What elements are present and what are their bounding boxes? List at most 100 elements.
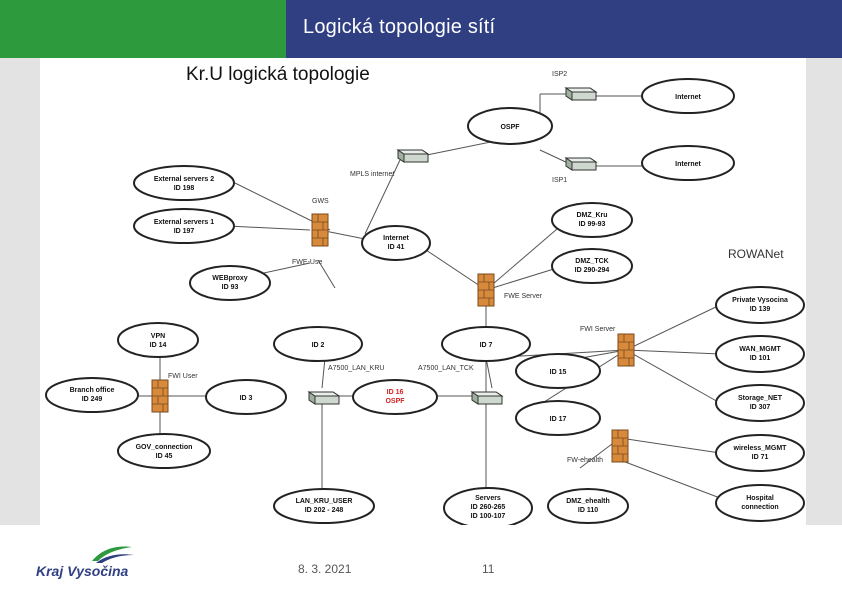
text-id16-l2: OSPF xyxy=(385,398,405,405)
cloud-id16 xyxy=(352,379,438,415)
text-private-l1: Private Vysocina xyxy=(732,297,788,304)
text-storage-l2: ID 307 xyxy=(750,404,771,411)
header-green-band xyxy=(0,0,286,58)
right-margin xyxy=(806,58,842,525)
text-vpn-l2: ID 14 xyxy=(150,342,167,349)
router-a7500-kru-icon xyxy=(308,391,340,405)
label-fwe-use: FWE-Use xyxy=(292,259,322,266)
text-webproxy-l2: ID 93 xyxy=(222,284,239,291)
firewall-fw-ehealth-icon xyxy=(611,429,629,463)
cloud-external-1 xyxy=(133,208,235,244)
text-dmzkru-l2: ID 99-93 xyxy=(579,221,606,228)
label-isp2: ISP2 xyxy=(552,71,567,78)
firewall-fwi-user-icon xyxy=(151,379,169,413)
cloud-id17 xyxy=(515,400,601,436)
label-isp1: ISP1 xyxy=(552,177,567,184)
cloud-internet-mid xyxy=(641,145,735,181)
cloud-ospf xyxy=(467,107,553,145)
text-ext2-l1: External servers 2 xyxy=(154,176,214,183)
cloud-internet-41 xyxy=(361,225,431,261)
text-servers-l1: Servers xyxy=(475,495,501,502)
label-a7500-tck: A7500_LAN_TCK xyxy=(418,365,474,372)
cloud-private-vysocina xyxy=(715,286,805,324)
label-mpls: MPLS internet xyxy=(350,171,394,178)
text-branch-l1: Branch office xyxy=(70,387,115,394)
cloud-lan-kru-user xyxy=(273,488,375,524)
diagram-title: Kr.U logická topologie xyxy=(186,64,370,85)
text-id7: ID 7 xyxy=(480,342,493,349)
text-servers-l2: ID 260-265 xyxy=(471,504,506,511)
page-title: Logická topologie sítí xyxy=(303,16,496,38)
text-dmzeh-l2: ID 110 xyxy=(578,507,598,514)
label-gws: GWS xyxy=(312,198,329,205)
text-internet41-l2: ID 41 xyxy=(388,244,405,251)
router-mpls-icon xyxy=(397,149,429,163)
text-dmztck-l2: ID 290-294 xyxy=(575,267,610,274)
text-lankru-l2: ID 202 - 248 xyxy=(305,507,344,514)
label-fwi-user: FWI User xyxy=(168,373,198,380)
text-id17: ID 17 xyxy=(550,416,567,423)
cloud-internet-top xyxy=(641,78,735,114)
text-servers-l3: ID 100-107 xyxy=(471,513,506,520)
router-isp1-icon xyxy=(565,157,597,171)
text-internet-top: Internet xyxy=(675,94,701,101)
firewall-gws-icon xyxy=(311,213,329,247)
text-hospital-l1: Hospital xyxy=(746,495,774,502)
logo-swoosh-icon xyxy=(92,546,134,563)
text-internet41-l1: Internet xyxy=(383,235,409,242)
text-dmztck-l1: DMZ_TCK xyxy=(575,258,608,265)
clouds xyxy=(45,78,805,525)
cloud-storage-net xyxy=(715,384,805,422)
router-isp2-icon xyxy=(565,87,597,101)
cloud-webproxy xyxy=(189,265,271,301)
text-vpn-l1: VPN xyxy=(151,333,165,340)
text-id2: ID 2 xyxy=(312,342,325,349)
cloud-dmz-tck xyxy=(551,248,633,284)
text-lankru-l1: LAN_KRU_USER xyxy=(296,498,353,505)
text-ext1-l2: ID 197 xyxy=(174,228,195,235)
text-wan-l1: WAN_MGMT xyxy=(739,346,781,353)
cloud-vpn xyxy=(117,322,199,358)
text-ext1-l1: External servers 1 xyxy=(154,219,214,226)
cloud-id7 xyxy=(441,326,531,362)
text-internet-mid: Internet xyxy=(675,161,701,168)
left-margin xyxy=(0,58,40,525)
firewall-fwi-server-icon xyxy=(617,333,635,367)
cloud-external-2 xyxy=(133,165,235,201)
cloud-dmz-ehealth xyxy=(547,488,629,524)
page-number: 11 xyxy=(482,562,495,576)
text-id15: ID 15 xyxy=(550,369,567,376)
cloud-id3 xyxy=(205,379,287,415)
text-gov-l2: ID 45 xyxy=(156,453,173,460)
topology-diagram: Kr.U logická topologie ROWANet ISP2 ISP1… xyxy=(40,58,806,525)
cloud-wireless-mgmt xyxy=(715,434,805,472)
text-id16-l1: ID 16 xyxy=(387,389,404,396)
label-fwe-server: FWE Server xyxy=(504,293,543,300)
kraj-vysocina-logo: Kraj Vysočina xyxy=(32,543,142,583)
cloud-wan-mgmt xyxy=(715,335,805,373)
text-dmzeh-l1: DMZ_ehealth xyxy=(566,498,610,505)
text-webproxy-l1: WEBproxy xyxy=(212,275,248,282)
footer-date: 8. 3. 2021 xyxy=(298,562,352,576)
text-wireless-l1: wireless_MGMT xyxy=(733,445,788,452)
label-a7500-kru: A7500_LAN_KRU xyxy=(328,365,384,372)
text-wan-l2: ID 101 xyxy=(750,355,771,362)
text-ospf: OSPF xyxy=(500,124,520,131)
logo-text: Kraj Vysočina xyxy=(36,563,129,579)
text-id3: ID 3 xyxy=(240,395,253,402)
cloud-gov-connection xyxy=(117,433,211,469)
text-ext2-l2: ID 198 xyxy=(174,185,195,192)
label-fwi-server: FWI Server xyxy=(580,326,616,333)
header-blue-band xyxy=(286,0,842,58)
cloud-hospital xyxy=(715,484,805,522)
cloud-servers xyxy=(443,487,533,525)
router-a7500-tck-icon xyxy=(471,391,503,405)
cloud-branch-office xyxy=(45,377,139,413)
text-dmzkru-l1: DMZ_Kru xyxy=(576,212,607,219)
firewall-fwe-server-icon xyxy=(477,273,495,307)
cloud-dmz-kru xyxy=(551,202,633,238)
text-private-l2: ID 139 xyxy=(750,306,771,313)
text-branch-l2: ID 249 xyxy=(82,396,103,403)
text-storage-l1: Storage_NET xyxy=(738,395,783,402)
text-gov-l1: GOV_connection xyxy=(136,444,193,451)
